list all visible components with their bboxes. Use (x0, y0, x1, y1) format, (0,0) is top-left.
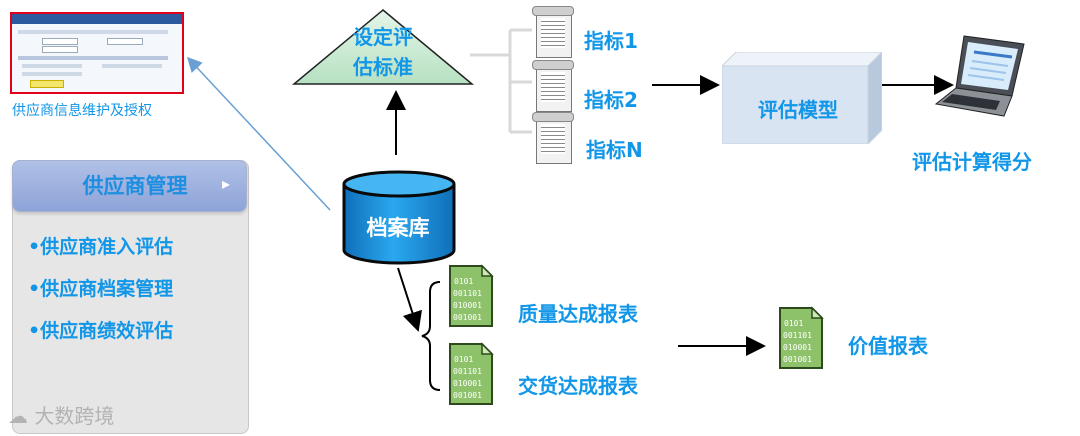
binary-line: 0101 (454, 277, 473, 286)
laptop-caption: 评估计算得分 (912, 150, 1032, 174)
reports-bracket (421, 281, 441, 391)
supplier-management-header[interactable] (12, 160, 247, 212)
supplier-management-title: 供应商管理 (82, 174, 188, 198)
supplier-archive-item[interactable]: •供应商档案管理 (28, 278, 174, 300)
delivery-report-label: 交货达成报表 (518, 374, 638, 398)
laptop-icon (934, 35, 1025, 117)
binary-document-icon: 0101 001101 010001 001001 (449, 264, 494, 327)
binary-line: 010001 (783, 343, 812, 352)
indicator-1-label: 指标1 (584, 29, 638, 53)
indicator-2-label: 指标2 (584, 88, 638, 112)
criteria-triangle (291, 9, 475, 85)
thumbnail-caption: 供应商信息维护及授权 (12, 103, 152, 119)
database-icon (342, 170, 456, 265)
indicator-tree-lines (470, 28, 532, 134)
db-to-reports-arrow (397, 267, 422, 332)
binary-line: 0101 (454, 355, 473, 364)
supplier-performance-item[interactable]: •供应商绩效评估 (28, 320, 174, 342)
chevron-right-icon: ▸ (222, 174, 231, 193)
document-icon (532, 6, 574, 60)
binary-line: 001101 (453, 367, 482, 376)
link-to-thumbnail-arrow (186, 56, 331, 211)
quality-report-label: 质量达成报表 (518, 302, 638, 326)
binary-document-icon: 0101 001101 010001 001001 (779, 306, 824, 369)
cloud-icon: ☁ (8, 404, 28, 428)
binary-line: 010001 (453, 379, 482, 388)
binary-line: 001001 (783, 355, 812, 364)
binary-line: 001001 (453, 313, 482, 322)
watermark-logo: ☁ 大数跨境 (8, 400, 114, 429)
indicator-n-label: 指标N (586, 138, 643, 162)
evaluation-model-label: 评估模型 (758, 98, 838, 122)
binary-line: 0101 (784, 319, 803, 328)
evaluation-model-box (722, 52, 882, 144)
database-label: 档案库 (366, 216, 430, 240)
criteria-label: 设定评 估标准 (343, 22, 423, 82)
binary-line: 001101 (783, 331, 812, 340)
value-report-label: 价值报表 (848, 334, 928, 358)
criteria-label-line1: 设定评 (353, 25, 413, 49)
criteria-label-line2: 估标准 (353, 55, 413, 79)
document-icon (532, 60, 574, 114)
binary-document-icon: 0101 001101 010001 001001 (449, 342, 494, 405)
binary-line: 001101 (453, 289, 482, 298)
supplier-admission-item[interactable]: •供应商准入评估 (28, 236, 174, 258)
document-icon (532, 112, 574, 166)
watermark-text: 大数跨境 (34, 404, 115, 428)
supplier-info-thumbnail (10, 12, 184, 94)
binary-line: 010001 (453, 301, 482, 310)
binary-line: 001001 (453, 391, 482, 400)
